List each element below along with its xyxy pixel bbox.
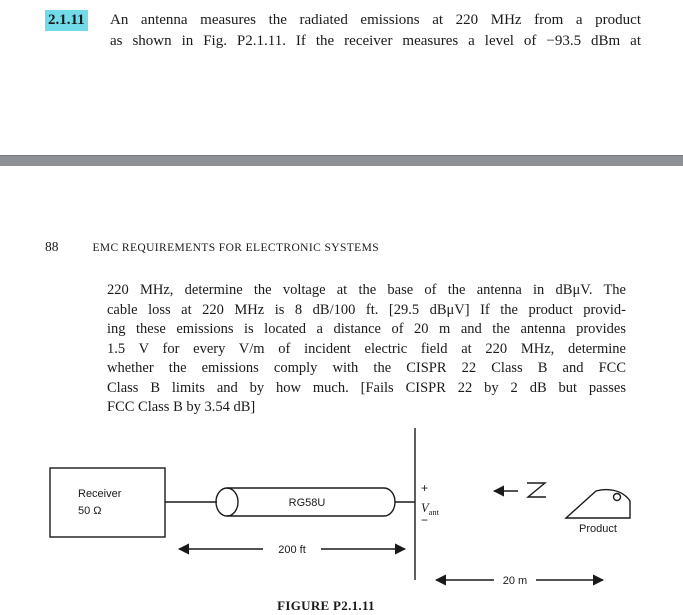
page-break-divider bbox=[0, 155, 683, 166]
body-line-6: Class B limits and by how much. [Fails C… bbox=[107, 379, 626, 396]
antenna-voltage-label: Vant bbox=[421, 501, 440, 517]
receiver-box bbox=[49, 467, 166, 538]
antenna-minus-terminal: − bbox=[421, 513, 428, 527]
body-line-2: cable loss at 220 MHz is 8 dB/100 ft. [2… bbox=[107, 301, 626, 318]
problem-statement-body: 220 MHz, determine the voltage at the ba… bbox=[107, 281, 626, 418]
body-line-7: FCC Class B by 3.54 dB] bbox=[107, 399, 256, 415]
receiver-label: Receiver bbox=[78, 488, 122, 500]
coax-cable-end bbox=[215, 487, 239, 517]
body-line-1: 220 MHz, determine the voltage at the ba… bbox=[107, 282, 626, 298]
running-header: 88 EMC REQUIREMENTS FOR ELECTRONIC SYSTE… bbox=[45, 238, 379, 256]
problem-text-top: An antenna measures the radiated emissio… bbox=[110, 10, 641, 52]
body-line-4: 1.5 V for every V/m of incident electric… bbox=[107, 340, 626, 357]
body-line-3: ing these emissions is located a distanc… bbox=[107, 321, 626, 337]
distance-label: 20 m bbox=[503, 575, 527, 587]
problem-number-highlight: 2.1.11 bbox=[45, 10, 88, 31]
cable-length-label: 200 ft bbox=[278, 544, 306, 556]
product-shape bbox=[564, 488, 631, 519]
cable-type-label: RG58U bbox=[289, 497, 326, 509]
figure-caption: FIGURE P2.1.11 bbox=[277, 598, 375, 613]
receiver-impedance-label: 50 Ω bbox=[78, 505, 102, 517]
page-number: 88 bbox=[45, 239, 59, 254]
problem-text-line-2: as shown in Fig. P2.1.11. If the receive… bbox=[110, 33, 641, 49]
problem-text-line-1: An antenna measures the radiated emissio… bbox=[110, 12, 641, 28]
product-detail-circle bbox=[612, 492, 622, 502]
antenna-plus-terminal: + bbox=[421, 481, 428, 495]
figure-p2111-diagram: Receiver 50 Ω RG58U + Vant − 200 ft Prod… bbox=[49, 428, 631, 613]
coax-cable-body bbox=[227, 487, 396, 517]
product-label: Product bbox=[579, 523, 617, 535]
radiated-wave-squiggle bbox=[526, 482, 547, 498]
body-line-5: whether the emissions comply with the CI… bbox=[107, 360, 626, 376]
running-title: EMC REQUIREMENTS FOR ELECTRONIC SYSTEMS bbox=[92, 242, 380, 254]
